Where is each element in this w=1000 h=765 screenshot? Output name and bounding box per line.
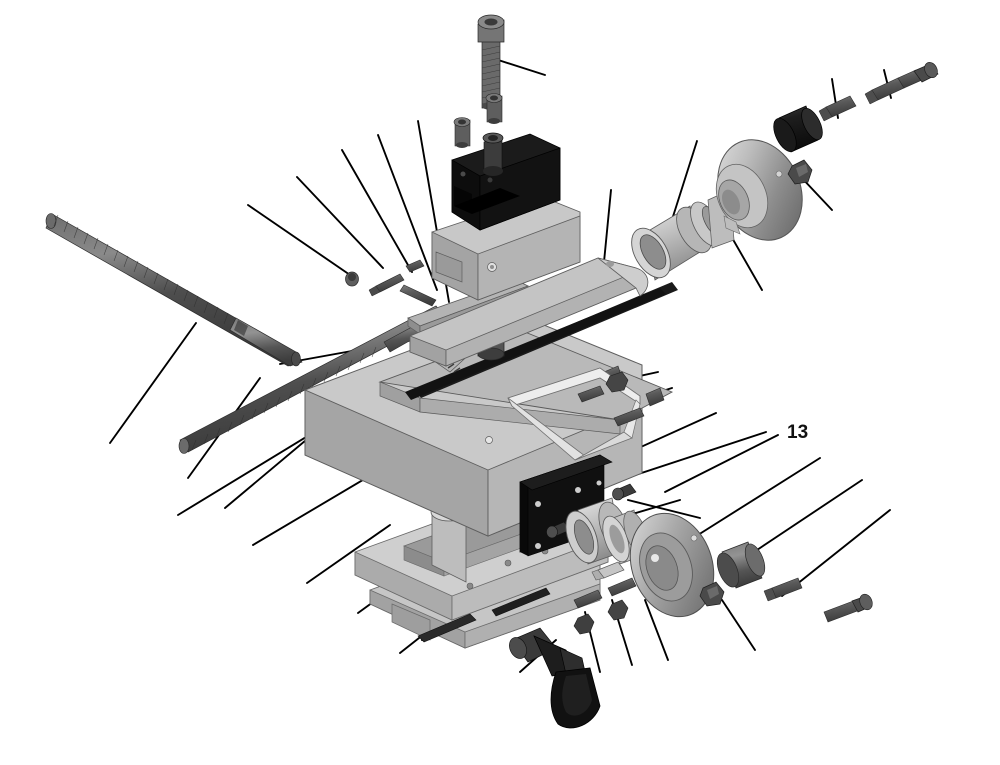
nut-mid-right — [605, 371, 629, 393]
handle-grip-upper — [773, 105, 823, 153]
pin-upper-c — [399, 284, 437, 307]
leader-line — [109, 322, 197, 444]
leader-line — [296, 176, 384, 269]
leader-line-13 — [664, 434, 779, 493]
leader-line — [741, 479, 863, 561]
leader-line — [247, 204, 354, 278]
leader-line — [603, 189, 612, 263]
dowel-pin-lower-a — [763, 577, 803, 602]
leader-line — [721, 599, 756, 651]
leader-line — [306, 524, 391, 584]
hex-socket-cap-screw-top — [477, 14, 505, 110]
pin-mid-right-2 — [613, 407, 645, 427]
slide-way-ridge — [378, 282, 678, 435]
leader-line — [627, 499, 701, 519]
leader-line — [781, 509, 891, 597]
leader-line — [491, 57, 546, 76]
nut-bottom-center-2 — [573, 613, 595, 635]
leader-line — [644, 599, 669, 661]
tool-post-block — [451, 132, 561, 231]
nut-lower-wheel — [699, 581, 725, 607]
set-screw-small-a — [345, 271, 359, 287]
pointer-strip-2 — [491, 587, 551, 617]
leader-line — [689, 457, 821, 541]
dowel-pin-upper-b — [405, 259, 425, 273]
callout-label-13: 13 — [787, 422, 808, 443]
woodruff-key-b — [864, 77, 905, 105]
bracket-screw-a — [612, 483, 637, 501]
leader-line — [224, 429, 319, 509]
dowel-pin-mid-b — [645, 387, 665, 407]
set-screw-small-right — [485, 93, 503, 124]
leader-line — [377, 134, 438, 291]
handwheel-upper — [715, 139, 803, 241]
woodruff-key-a — [818, 95, 857, 122]
nut-bottom-center — [607, 599, 629, 621]
set-screw-small-left — [453, 117, 471, 148]
compound-slide-arm — [409, 257, 649, 367]
bearing-sleeve-upper — [631, 205, 712, 281]
handle-bolt-upper — [897, 62, 939, 89]
handle-grip-lower — [716, 541, 766, 589]
hex-bolt-lower — [823, 593, 873, 623]
lead-screw-upper — [45, 213, 303, 367]
leader-line — [341, 149, 413, 273]
pin-mid-right — [577, 385, 605, 403]
dowel-pin-bottom-b — [607, 577, 637, 597]
bracket-screw-b — [546, 521, 571, 539]
dowel-pin-bottom-a — [573, 589, 603, 609]
lock-lever-handle — [509, 627, 601, 729]
pointer-strip — [417, 613, 477, 643]
nut-upper — [787, 159, 813, 185]
handwheel-lower — [629, 512, 715, 618]
retaining-clip — [591, 561, 625, 581]
dowel-pin-upper-a — [368, 273, 405, 297]
